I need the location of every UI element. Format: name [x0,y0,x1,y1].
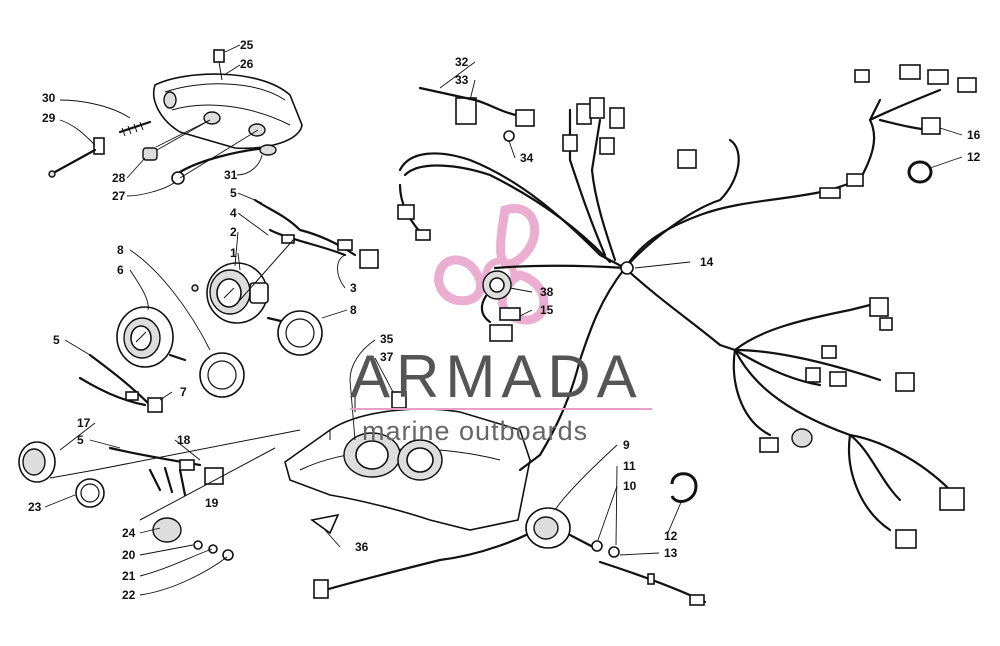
gauge-harness-lower [78,353,163,413]
ignition-switch [480,270,521,342]
callout-15: 15 [540,303,554,317]
watermark-brand: ARMADA [350,343,643,410]
callout-29: 29 [42,111,56,125]
throttle-housing [525,507,707,606]
callout-33: 33 [455,73,469,87]
leader-lines [44,44,963,596]
callout-23: 23 [28,500,42,514]
callout-11: 11 [623,459,636,473]
headlight-assembly [153,49,303,150]
instrument-console [284,391,531,535]
callout-3: 3 [350,281,357,295]
gauge-harness-upper [239,198,379,301]
main-wiring-harness [323,88,952,592]
switch-harness [108,446,224,497]
callout-4: 4 [230,206,237,220]
callout-31: 31 [224,168,238,182]
callout-9: 9 [623,438,630,452]
watermark-tagline: marine outboards [362,416,588,446]
callout-8-left: 8 [117,243,124,257]
callout-25: 25 [240,38,254,52]
speedometer-ring [277,310,323,356]
tachometer-gauge [116,306,187,368]
callout-6: 6 [117,263,124,277]
callout-32: 32 [455,55,469,69]
headlight-bulb-socket [142,119,277,185]
callout-28: 28 [112,171,126,185]
armada-logo-mark [434,204,549,325]
callout-37: 37 [380,350,394,364]
fuel-gauge [18,441,105,508]
cable-clamp [670,472,698,503]
callout-24: 24 [122,526,136,540]
callout-5-lower: 5 [77,433,84,447]
callout-36: 36 [355,540,369,554]
headlight-screws [48,120,152,178]
callout-12-bottom: 12 [664,529,678,543]
callout-12-top: 12 [967,150,981,164]
callout-14: 14 [700,255,714,269]
callout-7: 7 [180,385,187,399]
callout-38: 38 [540,285,554,299]
armada-watermark: ARMADA marine outboards [350,343,652,446]
callout-18: 18 [177,433,191,447]
speedometer-gauge [191,262,287,324]
tachometer-ring [199,352,245,398]
callout-26: 26 [240,57,254,71]
callout-22: 22 [122,588,136,602]
callout-19: 19 [205,496,219,510]
callout-34: 34 [520,151,534,165]
callout-21: 21 [122,569,136,583]
dashed-guide-lines [49,429,301,521]
callout-17: 17 [77,416,91,430]
callout-1: 1 [230,246,237,260]
callout-20: 20 [122,548,136,562]
callout-27: 27 [112,189,126,203]
callout-labels: 25 26 30 29 28 27 31 5 4 2 1 3 8 8 6 5 7… [28,38,981,602]
callout-2: 2 [230,225,237,239]
callout-10: 10 [623,479,637,493]
callout-35: 35 [380,332,394,346]
indicator-light-housing [152,517,234,561]
callout-16: 16 [967,128,981,142]
harness-connectors [313,64,977,599]
callout-13: 13 [664,546,678,560]
callout-30: 30 [42,91,56,105]
callout-5-upper: 5 [230,186,237,200]
callout-8-right: 8 [350,303,357,317]
callout-5-mid: 5 [53,333,60,347]
